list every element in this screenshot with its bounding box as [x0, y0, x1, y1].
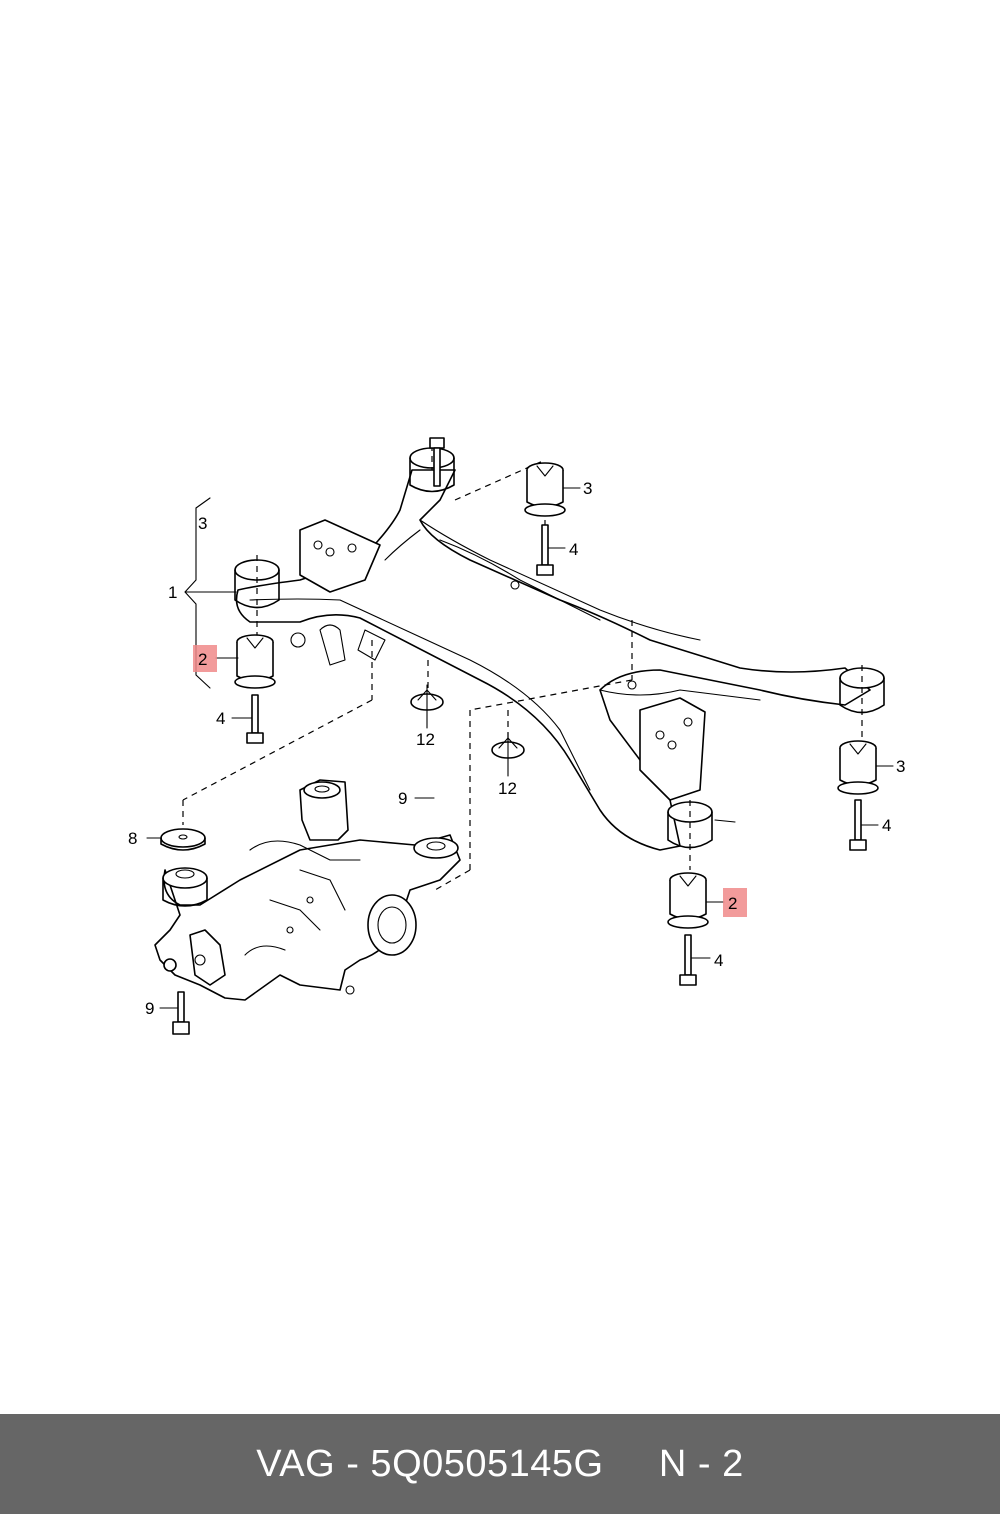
callout-4-top: 4 [569, 540, 578, 559]
bushing-top-rear [524, 462, 566, 517]
parts-diagram: 3 1 2 4 3 4 3 4 2 4 8 9 9 12 12 [128, 437, 905, 1035]
callout-2-left: 2 [198, 650, 207, 669]
bolt-right [849, 799, 867, 851]
callout-3-right: 3 [896, 757, 905, 776]
bolt-diff-bottom [172, 991, 190, 1035]
bolt-top-rear [536, 524, 554, 576]
callout-9-bottom: 9 [145, 999, 154, 1018]
callout-8: 8 [128, 829, 137, 848]
part-number-label: VAG - 5Q0505145G N - 2 [256, 1442, 744, 1485]
callout-2-right: 2 [728, 894, 737, 913]
subframe-exploded-view: 3 1 2 4 3 4 3 4 2 4 8 9 9 12 12 [128, 437, 905, 1035]
bushing-front-right [667, 872, 709, 929]
callout-1: 1 [168, 583, 177, 602]
rear-subframe [234, 447, 885, 851]
washer [160, 828, 206, 851]
rear-differential [154, 779, 461, 1001]
clip-nut-right [491, 732, 525, 761]
highlight-box-right [723, 888, 747, 917]
bolt-front-right [679, 934, 697, 986]
callout-9-top: 9 [398, 789, 407, 808]
callout-12-right: 12 [498, 779, 517, 798]
callout-3-top: 3 [583, 479, 592, 498]
callout-4-left: 4 [216, 709, 225, 728]
bolt-left [246, 694, 264, 744]
part-number-footer: VAG - 5Q0505145G N - 2 [0, 1414, 1000, 1514]
bushing-left [234, 634, 276, 689]
bushing-right [837, 740, 879, 795]
leader-lines [146, 487, 894, 1009]
callout-3-bracket: 3 [198, 514, 207, 533]
bolt-diff-top [429, 437, 445, 487]
highlight-box-left [193, 645, 217, 672]
callout-4-right: 4 [882, 816, 891, 835]
clip-nut-left [410, 684, 444, 713]
callout-4-front: 4 [714, 951, 723, 970]
callout-12-left: 12 [416, 730, 435, 749]
